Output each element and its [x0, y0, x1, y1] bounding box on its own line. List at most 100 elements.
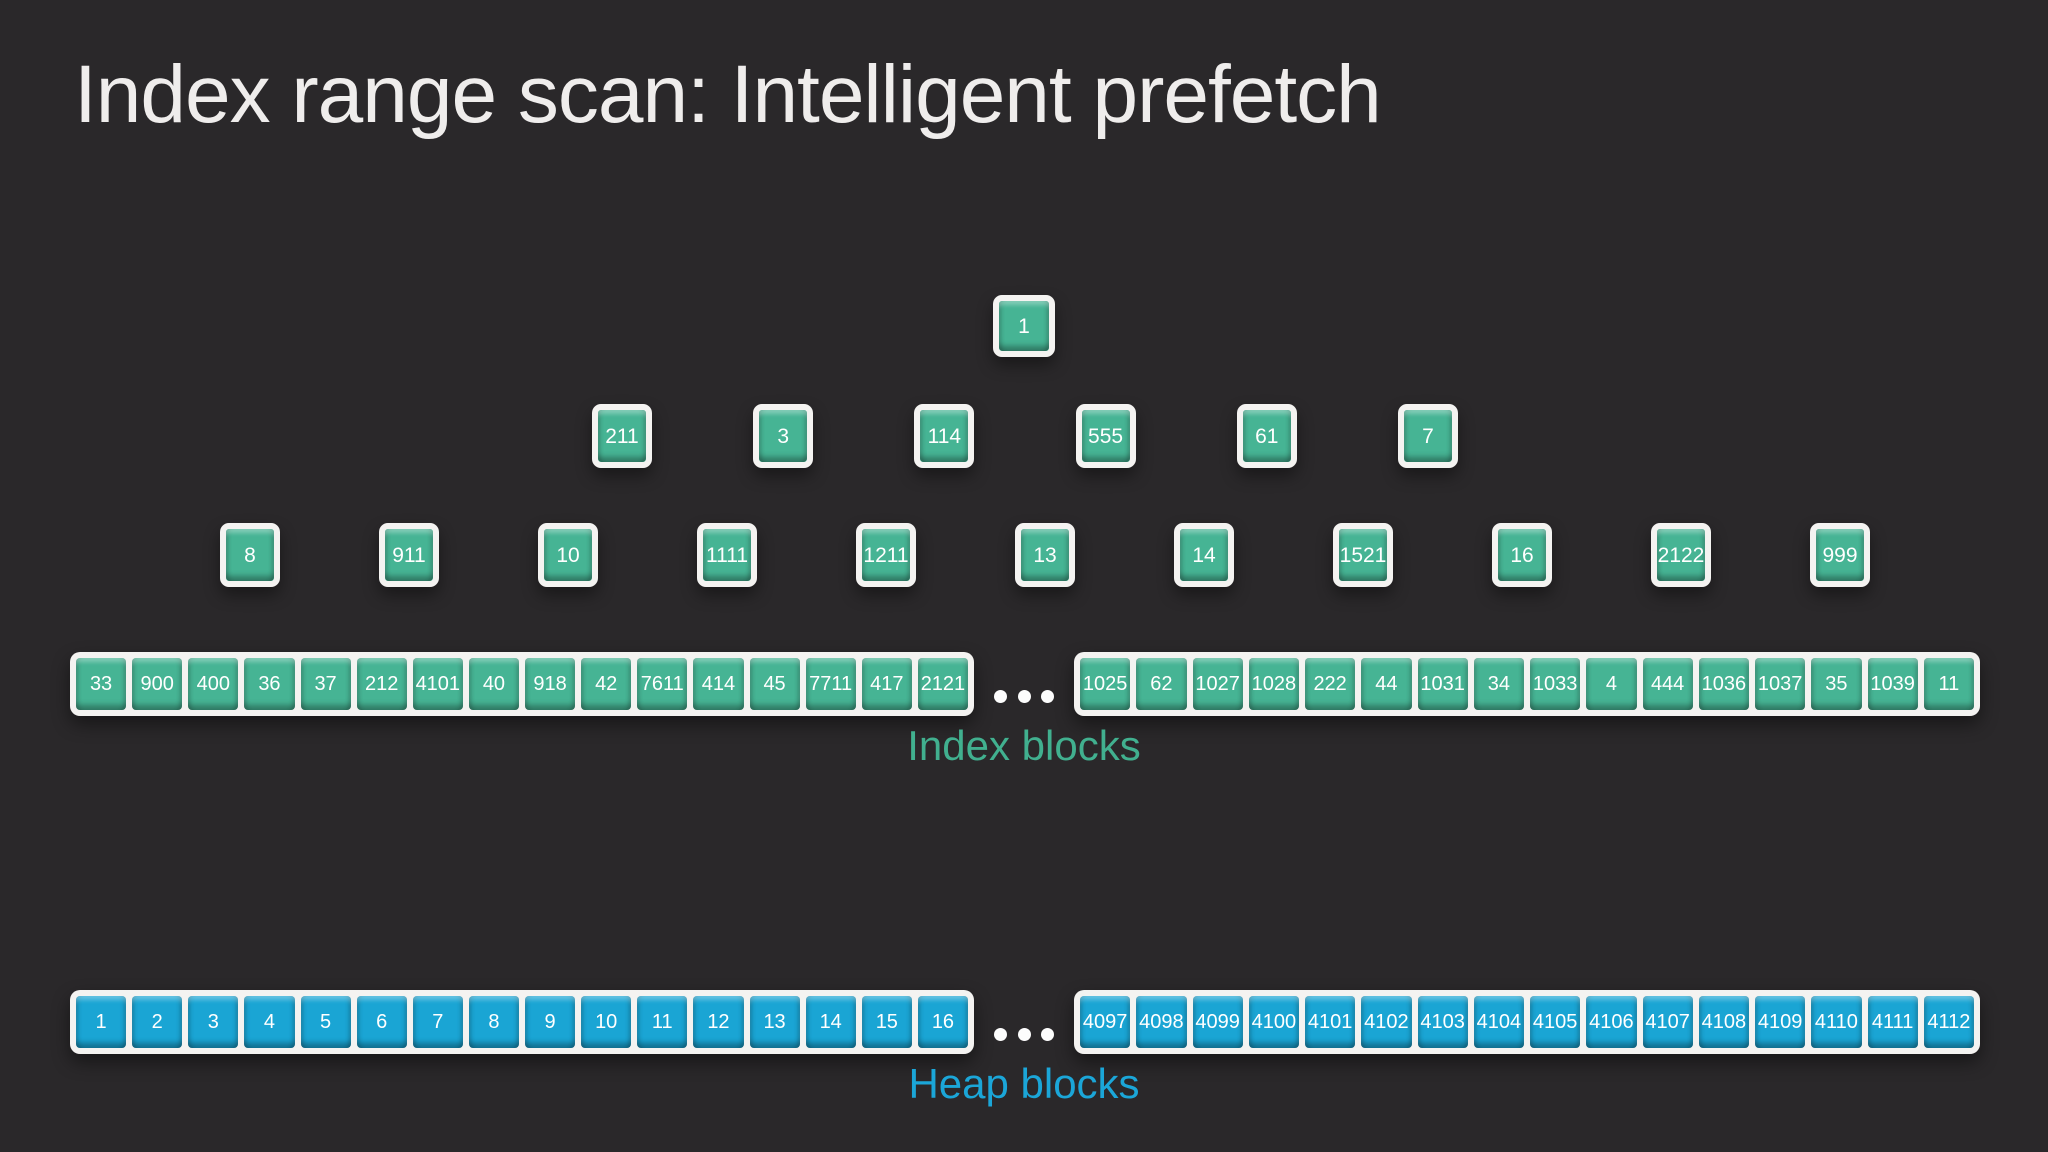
tree-node-value: 61 — [1255, 424, 1279, 448]
index-blocks-left-strip: 33 900 400 36 37 212 — [70, 652, 974, 716]
index-block-cell: 45 — [749, 658, 800, 710]
heap-block-value: 4098 — [1139, 1011, 1184, 1033]
index-block-value: 414 — [701, 673, 736, 695]
index-block-value: 1031 — [1420, 673, 1465, 695]
index-block-cell: 7611 — [637, 658, 688, 710]
btree-branch-node: 7 — [1397, 404, 1458, 468]
tree-node-value: 911 — [392, 543, 426, 567]
heap-block-cell: 1 — [76, 996, 127, 1048]
index-block-value: 1036 — [1701, 673, 1747, 695]
heap-block-value: 4100 — [1251, 1011, 1297, 1033]
tree-node-value: 211 — [605, 424, 639, 448]
heap-block-value: 8 — [488, 1011, 500, 1033]
index-block-value: 45 — [763, 673, 786, 695]
index-block-value: 918 — [533, 673, 567, 695]
heap-blocks-left-strip: 1 2 3 4 5 6 — [70, 990, 974, 1054]
index-block-value: 35 — [1825, 673, 1848, 695]
heap-block-cell: 4097 — [1080, 996, 1131, 1048]
index-block-cell: 11 — [1923, 658, 1974, 710]
index-block-value: 37 — [314, 673, 337, 695]
index-block-cell: 40 — [468, 658, 519, 710]
index-block-cell: 1036 — [1698, 658, 1749, 710]
heap-block-cell: 5 — [300, 996, 351, 1048]
heap-block-value: 4097 — [1082, 1011, 1128, 1033]
heap-block-value: 9 — [544, 1011, 556, 1033]
heap-blocks-label: Heap blocks — [908, 1060, 1140, 1107]
heap-block-value: 4108 — [1701, 1011, 1747, 1033]
heap-block-cell: 13 — [749, 996, 800, 1048]
index-ellipsis-icon — [994, 690, 1054, 703]
btree-branch-node: 10 — [538, 523, 598, 587]
index-block-value: 400 — [196, 673, 230, 695]
index-block-value: 212 — [365, 673, 399, 695]
heap-block-cell: 14 — [805, 996, 856, 1048]
btree-root-row: 1 — [0, 295, 2048, 357]
btree-level3-row: 8 911 10 1111 1211 1 — [220, 523, 1870, 587]
tree-node-value: 8 — [244, 543, 256, 567]
heap-block-cell: 4100 — [1248, 996, 1299, 1048]
heap-block-cell: 16 — [917, 996, 968, 1048]
heap-block-cell: 7 — [412, 996, 463, 1048]
heap-block-value: 4112 — [1927, 1011, 1971, 1033]
btree-level2-row: 211 3 114 555 61 7 — [592, 404, 1458, 468]
heap-block-value: 15 — [875, 1011, 898, 1033]
tree-node-value: 7 — [1422, 424, 1434, 448]
index-block-cell: 4101 — [412, 658, 463, 710]
heap-block-cell: 4104 — [1473, 996, 1524, 1048]
heap-block-value: 4104 — [1476, 1011, 1522, 1033]
heap-block-cell: 4101 — [1305, 996, 1356, 1048]
tree-node-value: 16 — [1510, 543, 1534, 567]
index-block-cell: 1031 — [1417, 658, 1468, 710]
tree-node-value: 1 — [1018, 314, 1030, 338]
index-block-value: 33 — [89, 673, 113, 695]
heap-block-cell: 4107 — [1642, 996, 1693, 1048]
heap-block-value: 2 — [151, 1011, 163, 1033]
index-block-value: 44 — [1375, 673, 1398, 695]
btree-branch-node: 114 — [914, 404, 975, 468]
heap-block-cell: 4105 — [1530, 996, 1581, 1048]
index-block-value: 11 — [1938, 673, 1960, 695]
index-blocks-label: Index blocks — [907, 722, 1141, 769]
btree-branch-node: 1521 — [1333, 523, 1393, 587]
heap-block-cell: 6 — [356, 996, 407, 1048]
heap-block-cell: 9 — [525, 996, 576, 1048]
index-block-value: 36 — [258, 673, 281, 695]
heap-block-value: 13 — [763, 1011, 786, 1033]
index-block-cell: 7711 — [805, 658, 856, 710]
tree-node-value: 1521 — [1339, 543, 1387, 567]
heap-blocks-right-strip: 4097 4098 4099 4100 4101 — [1074, 990, 1980, 1054]
tree-node-value: 1111 — [705, 543, 749, 567]
index-block-value: 7611 — [640, 673, 684, 695]
index-block-value: 42 — [595, 673, 618, 695]
heap-block-value: 4 — [263, 1011, 275, 1033]
index-block-value: 1039 — [1870, 673, 1915, 695]
index-block-value: 900 — [140, 673, 174, 695]
index-block-value: 62 — [1150, 673, 1173, 695]
heap-block-cell: 4 — [244, 996, 295, 1048]
index-block-value: 444 — [1650, 673, 1685, 695]
btree-branch-node: 999 — [1810, 523, 1870, 587]
heap-block-cell: 4102 — [1361, 996, 1412, 1048]
heap-block-cell: 4110 — [1811, 996, 1862, 1048]
btree-branch-node: 1111 — [697, 523, 757, 587]
heap-block-value: 5 — [320, 1011, 332, 1033]
btree-branch-node: 8 — [220, 523, 280, 587]
index-block-value: 222 — [1313, 673, 1347, 695]
index-block-cell: 222 — [1305, 658, 1356, 710]
index-block-cell: 212 — [356, 658, 407, 710]
page-title: Index range scan: Intelligent prefetch — [74, 49, 1382, 140]
index-block-cell: 2121 — [917, 658, 968, 710]
index-block-value: 1027 — [1195, 673, 1240, 695]
heap-block-value: 12 — [707, 1011, 730, 1033]
tree-node-value: 1211 — [863, 543, 909, 567]
btree-branch-node: 14 — [1174, 523, 1234, 587]
index-block-cell: 1039 — [1867, 658, 1918, 710]
heap-block-value: 7 — [432, 1011, 444, 1033]
heap-block-value: 11 — [651, 1011, 673, 1033]
index-block-value: 1028 — [1251, 673, 1297, 695]
heap-block-cell: 3 — [188, 996, 239, 1048]
heap-block-value: 4109 — [1757, 1011, 1803, 1033]
tree-node-value: 3 — [777, 424, 790, 448]
tree-node-value: 555 — [1088, 424, 1124, 448]
